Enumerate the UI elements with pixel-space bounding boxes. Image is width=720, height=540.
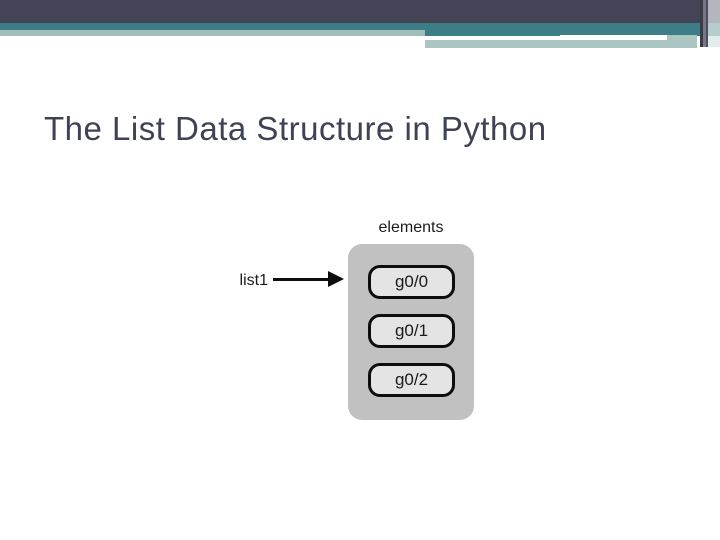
theme-bar-sage-left bbox=[0, 30, 425, 36]
theme-corner-stripe-line-1 bbox=[700, 0, 703, 47]
theme-bar-sage-block bbox=[667, 35, 697, 48]
theme-corner-stripe-bg-top bbox=[708, 0, 720, 23]
list-element-label: g0/0 bbox=[394, 272, 429, 291]
list-element-label: g0/2 bbox=[394, 370, 429, 389]
list-element-box: g0/1 bbox=[368, 314, 455, 348]
theme-bar-white-notch bbox=[560, 35, 667, 40]
theme-corner-stripe-bg-bot bbox=[708, 36, 720, 47]
theme-bar-teal-thick bbox=[425, 23, 702, 36]
theme-bar-dark bbox=[0, 0, 720, 23]
list-element-box: g0/0 bbox=[368, 265, 455, 299]
theme-corner-stripe-bg-mid bbox=[708, 23, 720, 36]
theme-bar-teal bbox=[0, 23, 720, 30]
list-element-box: g0/2 bbox=[368, 363, 455, 397]
theme-corner-stripe-line-3 bbox=[706, 0, 708, 47]
theme-bar-sage-mid bbox=[425, 40, 697, 48]
slide-title: The List Data Structure in Python bbox=[44, 110, 547, 147]
pointer-label: list1 bbox=[239, 272, 268, 289]
theme-corner-stripe-line-2 bbox=[703, 0, 706, 47]
pointer-arrow-head-icon bbox=[328, 271, 344, 287]
pointer-arrow-line bbox=[273, 278, 329, 281]
elements-label: elements bbox=[378, 219, 444, 236]
list-element-label: g0/1 bbox=[394, 321, 429, 340]
